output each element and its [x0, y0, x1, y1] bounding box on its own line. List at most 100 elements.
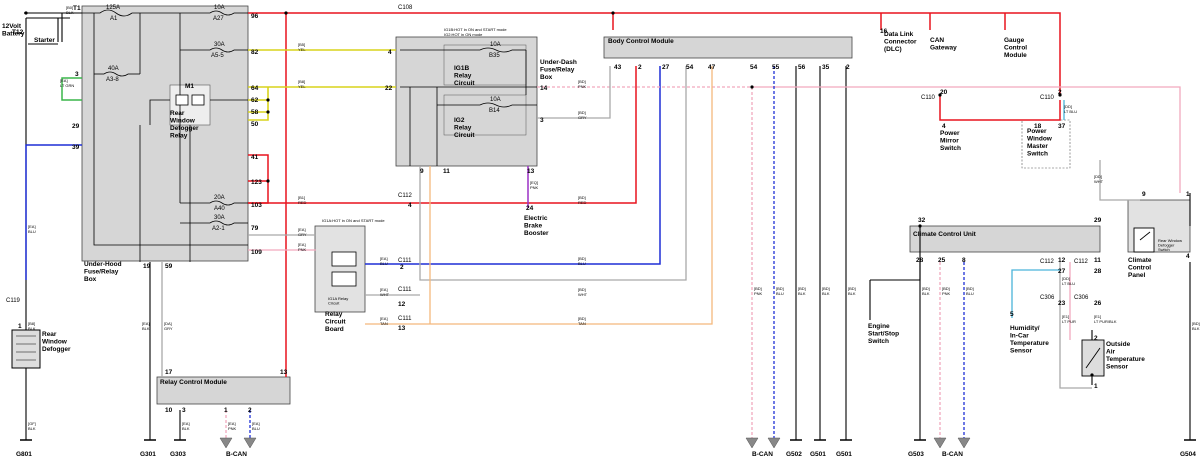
conn-c112a: C112: [398, 193, 413, 199]
fuse-a38: A3-8: [106, 77, 119, 83]
wire-gf: [GF]: [28, 421, 36, 426]
pin-2-c110: 2: [1058, 89, 1062, 96]
label-rcm: Relay Control Module: [160, 379, 227, 386]
oat-sensor-symbol: [1081, 339, 1105, 377]
pin-2-bcm: 2: [638, 64, 642, 71]
pin-79: 79: [251, 225, 259, 232]
note-ig1a: IG1A:HOT in ON and START mode: [322, 218, 385, 223]
wire-lt-purblk: LT PUR/BLK: [1094, 319, 1117, 324]
pin-29: 29: [72, 123, 80, 130]
ground-bcan1: B-CAN: [226, 451, 247, 458]
pin-13: 13: [527, 168, 535, 175]
relay-circuit-board: [314, 225, 366, 313]
fuse-b14: B14: [489, 108, 500, 114]
pin-1-oat: 1: [1094, 383, 1098, 390]
wire-eq: [EQ]: [530, 180, 538, 185]
pin-109: 109: [251, 249, 262, 256]
pin-2-oat: 2: [1094, 335, 1098, 342]
ground-g303: G303: [170, 451, 186, 458]
light-blue-wires: [1011, 100, 1065, 318]
wire-blk-g801: BLK: [28, 426, 36, 431]
wire-ea-tan: [EA]: [380, 316, 388, 321]
underdash-fuse-box: [395, 36, 538, 167]
wire-blk-left: BLK: [28, 326, 36, 331]
wire-b8: [B8]: [298, 79, 305, 84]
defogger-switch-symbol: [1133, 227, 1155, 253]
conn-c111c: C111: [398, 316, 412, 322]
wire-pnk-eq: PNK: [530, 185, 539, 190]
pwms-box: [1021, 119, 1071, 169]
wire-ea-pnk-can: [EA]: [228, 421, 236, 426]
wire-ea-1: [EA]: [60, 78, 68, 83]
pin-41: 41: [251, 154, 259, 161]
pin-8: 8: [962, 257, 966, 264]
wire-blu-can: BLU: [252, 426, 260, 431]
wire-blu-2: BLU: [578, 261, 586, 266]
pin-2-rcm: 2: [248, 407, 252, 414]
wire-tan-1: TAN: [380, 321, 388, 326]
ground-g801: G801: [16, 451, 32, 458]
wire-yel-1: YEL: [298, 47, 306, 52]
wire-bd-blk-4: [BD]: [922, 286, 930, 291]
wire-color-labels: [B0] BLK [EA] LT GRN [B5] YEL [B8] YEL […: [28, 5, 1200, 431]
label-m1: M1: [185, 83, 194, 90]
pin-13-c111: 13: [398, 325, 406, 332]
conn-c108: C108: [398, 5, 413, 11]
wire-blu-left: BLU: [28, 229, 36, 234]
fuse-symbols: [99, 9, 513, 226]
ground-g501a: G501: [810, 451, 826, 458]
fuse-labels: 125A A1 10A A27 30A A5-5 40A A3-8 20A A4…: [106, 5, 501, 232]
ground-g503: G503: [908, 451, 924, 458]
can-wires: [249, 66, 965, 440]
pin-82: 82: [251, 49, 259, 56]
wire-bd-blu-can: [BD]: [776, 286, 784, 291]
gray-wires: [161, 66, 1140, 389]
ground-g301: G301: [140, 451, 156, 458]
wire-wht-1: WHT: [380, 292, 390, 297]
wire-ea-g303: [EA]: [182, 421, 190, 426]
fuse-a21: A2-1: [212, 226, 225, 232]
fuse-a40: A40: [214, 206, 225, 212]
pin-11-ccu: 11: [1094, 257, 1101, 264]
label-bcm: Body Control Module: [608, 38, 674, 45]
wire-yel-2: YEL: [298, 84, 306, 89]
wire-b8-blk: [B8]: [28, 321, 35, 326]
yellow-wires: [248, 49, 396, 121]
fuse-40a: 40A: [108, 66, 119, 72]
fuse-20a: 20A: [214, 195, 225, 201]
pin-26: 26: [1094, 300, 1102, 307]
connector-labels: C108 C112 C111 C111 C111 C110 C110 C119 …: [6, 5, 1089, 322]
ground-g501b: G501: [836, 451, 852, 458]
fuse-a27: A27: [213, 16, 224, 22]
wire-pnk-3: PNK: [942, 291, 951, 296]
pin-96: 96: [251, 13, 259, 20]
wire-pnk-bcan: PNK: [754, 291, 763, 296]
pin-20: 20: [940, 89, 948, 96]
wire-da-gry: [DA]: [164, 321, 172, 326]
pin-54-b: 54: [750, 64, 758, 71]
ground-labels: G801 G301 G303 B-CAN B-CAN G502 G501 G50…: [16, 451, 1196, 458]
fuse-30a-a2: 30A: [214, 215, 225, 221]
pin-11: 11: [443, 168, 450, 175]
pin-4-ccp: 4: [1186, 253, 1190, 260]
rear-defogger-element: [11, 329, 41, 369]
pin-14: 14: [540, 85, 548, 92]
pin-103: 103: [251, 202, 262, 209]
pin-4-ud: 4: [388, 49, 392, 56]
wire-blk-g501a: BLK: [822, 291, 830, 296]
wire-ea-blu: [EA]: [380, 256, 388, 261]
pin-55: 55: [772, 64, 780, 71]
wire-b0-blk: [B0]: [66, 5, 73, 10]
underhood-internals: [82, 12, 537, 262]
